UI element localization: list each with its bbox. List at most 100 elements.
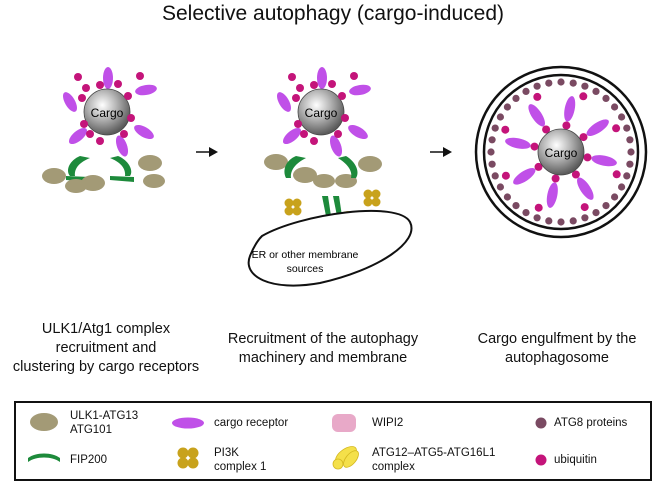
ubiquitin	[501, 171, 510, 180]
legend-wipi2-label: WIPI2	[372, 417, 404, 429]
ubiquitin	[124, 92, 132, 100]
ubiquitin	[300, 130, 308, 138]
atg8-protein	[533, 214, 541, 222]
atg8-protein	[512, 94, 520, 102]
atg8-protein	[623, 172, 631, 180]
ubiquitin	[328, 80, 336, 88]
atg8-protein	[569, 217, 577, 225]
cargo-receptor	[546, 182, 558, 208]
ulk1-legend-icon	[30, 413, 58, 431]
atg8-protein	[623, 124, 631, 132]
arrow-2	[430, 147, 452, 157]
ubiquitin	[551, 174, 560, 183]
atg8-protein	[488, 160, 496, 168]
atg8-protein	[602, 202, 610, 210]
cargo	[83, 88, 131, 136]
ubiquitin	[288, 73, 296, 81]
ubiquitin	[310, 137, 318, 145]
legend-cargo-receptor-label: cargo receptor	[214, 417, 289, 429]
ulk1-complex	[81, 175, 105, 191]
ulk1-complex	[42, 168, 66, 184]
panel-2-receptors	[277, 67, 371, 157]
atg8-protein	[522, 87, 530, 95]
atg8-protein	[626, 136, 634, 144]
cargo-receptor	[505, 137, 531, 149]
ubiquitin	[294, 120, 302, 128]
cargo-receptor	[115, 135, 129, 157]
fip200	[110, 176, 134, 182]
atg8-protein	[491, 172, 499, 180]
panel-2: Cargo	[247, 67, 413, 287]
ulk1-complex	[293, 167, 317, 183]
cargo-label: Cargo	[305, 106, 338, 120]
panel-1: Cargo	[42, 67, 165, 193]
membrane-source	[247, 209, 413, 287]
atg8-protein	[496, 113, 504, 121]
ubiquitin	[501, 125, 510, 134]
atg8-protein	[545, 79, 553, 87]
atg8-protein	[491, 124, 499, 132]
ubiquitin	[78, 94, 86, 102]
panel-3-receptors	[501, 92, 621, 212]
atg8-protein	[557, 78, 565, 86]
atg8-protein	[618, 113, 626, 121]
atg8-protein	[488, 136, 496, 144]
panel-2-pi3k	[284, 189, 381, 216]
ubiquitin	[127, 114, 135, 122]
atg8-protein	[545, 217, 553, 225]
cargo-receptor	[317, 67, 327, 89]
cargo-receptor	[349, 84, 371, 96]
wipi2-legend-icon	[332, 414, 356, 432]
cargo-receptor	[564, 96, 576, 122]
atg8-protein	[569, 79, 577, 87]
ubiquitin	[612, 124, 621, 133]
ubiquitin	[74, 73, 82, 81]
cargo-receptor	[103, 67, 113, 89]
ubiquitin	[82, 84, 90, 92]
ubiquitin	[533, 92, 542, 101]
fip200	[68, 156, 90, 176]
ubiquitin	[96, 137, 104, 145]
fip200	[110, 156, 132, 176]
atg8-protein	[602, 94, 610, 102]
ubiquitin	[580, 203, 589, 212]
atg8-legend-icon	[535, 417, 547, 429]
ubiquitin	[296, 84, 304, 92]
ubiquitin	[583, 153, 592, 162]
panel-2-fip200	[284, 156, 358, 216]
ubiquitin	[530, 142, 539, 151]
panel-3: Cargo	[474, 65, 648, 239]
atg8-protein	[512, 202, 520, 210]
cargo-receptor	[134, 125, 154, 139]
ubiquitin	[612, 170, 621, 179]
atg8-protein	[618, 183, 626, 191]
panel-1-ubiquitin	[74, 72, 144, 145]
cargo-receptor	[277, 92, 291, 112]
ubiquitin	[96, 81, 104, 89]
atg8-protein	[522, 209, 530, 217]
ubiquitin	[136, 72, 144, 80]
cargo-receptor-legend-icon	[172, 417, 204, 429]
ubiquitin	[579, 92, 588, 101]
atg12-legend-icon	[332, 446, 359, 470]
ubiquitin	[86, 130, 94, 138]
legend-fip200-label: FIP200	[70, 454, 108, 466]
ubiquitin	[534, 203, 543, 212]
ubiquitin	[310, 81, 318, 89]
ubiquitin	[534, 162, 543, 171]
pi3k-complex	[363, 189, 381, 207]
cargo-receptor	[282, 127, 302, 145]
cargo-receptor	[329, 135, 343, 157]
panel-1-receptors	[63, 67, 157, 157]
ubiquitin-legend-icon	[535, 454, 547, 466]
ulk1-complex	[138, 155, 162, 171]
atg8-protein	[503, 103, 511, 111]
cargo	[537, 128, 585, 176]
arrow-1	[196, 147, 218, 157]
ubiquitin	[350, 72, 358, 80]
fip200	[333, 196, 342, 216]
legend	[14, 401, 652, 481]
atg8-protein	[611, 103, 619, 111]
